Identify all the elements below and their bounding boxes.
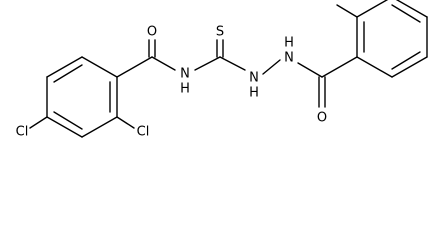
bond xyxy=(356,56,393,78)
chlorine-label: Cl xyxy=(137,125,150,140)
bond xyxy=(53,64,83,83)
bond xyxy=(297,62,323,78)
bond xyxy=(395,0,428,18)
nitrogen-label: N xyxy=(180,67,190,82)
bond xyxy=(81,56,118,78)
hydrogen-label: H xyxy=(284,36,294,51)
methylphenyl-ring xyxy=(356,0,428,78)
bond xyxy=(46,116,83,138)
bond xyxy=(46,56,83,78)
bond xyxy=(151,56,176,71)
nitrogen-label: N xyxy=(249,71,259,86)
nitrogen-label: N xyxy=(284,51,294,66)
hydrogen-label: H xyxy=(249,86,259,101)
dichlorophenyl-ring xyxy=(46,56,118,138)
bond xyxy=(29,116,48,129)
bond xyxy=(81,116,118,138)
bond xyxy=(53,111,83,130)
chemical-structure: Cl Cl O N H S N H N H O xyxy=(16,0,428,140)
oxygen-label: O xyxy=(147,25,157,40)
bond xyxy=(391,51,421,70)
bond xyxy=(219,56,246,71)
oxygen-label: O xyxy=(317,111,327,126)
bond xyxy=(391,4,421,23)
bond xyxy=(336,4,358,18)
bond xyxy=(391,56,428,78)
bond xyxy=(321,56,358,78)
bond xyxy=(356,0,389,18)
hydrogen-label: H xyxy=(180,82,190,97)
bond xyxy=(262,59,281,75)
bond xyxy=(116,116,135,129)
chlorine-label: Cl xyxy=(16,125,29,140)
bond xyxy=(116,56,153,78)
sulfur-label: S xyxy=(216,25,224,40)
bond xyxy=(194,56,221,71)
